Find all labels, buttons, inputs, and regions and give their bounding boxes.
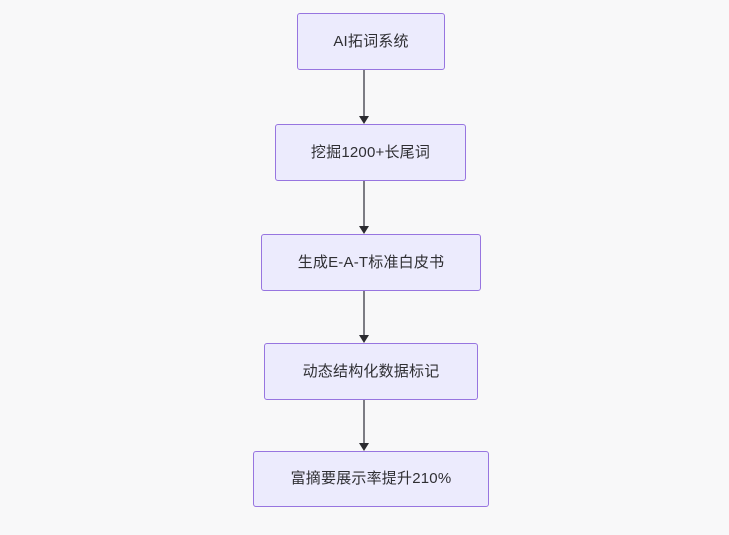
edge-node4-to-node5	[357, 400, 371, 451]
flow-node-ai-keyword-system[interactable]: AI拓词系统	[297, 13, 445, 70]
flow-node-dynamic-structured-data-markup[interactable]: 动态结构化数据标记	[264, 343, 478, 400]
flow-node-label: 富摘要展示率提升210%	[290, 470, 452, 487]
edge-line	[363, 70, 365, 117]
edge-line	[363, 291, 365, 336]
edge-node3-to-node4	[357, 291, 371, 343]
flow-node-generate-eat-whitepaper[interactable]: 生成E-A-T标准白皮书	[261, 234, 481, 291]
flow-node-label: AI拓词系统	[333, 32, 409, 50]
arrowhead-down-icon	[359, 335, 369, 343]
flow-node-mine-longtail-keywords[interactable]: 挖掘1200+长尾词	[275, 124, 466, 181]
arrowhead-down-icon	[359, 443, 369, 451]
edge-line	[363, 181, 365, 227]
edge-line	[363, 400, 365, 444]
edge-node2-to-node3	[357, 181, 371, 234]
flow-node-rich-snippet-impression-uplift[interactable]: 富摘要展示率提升210%	[253, 451, 489, 507]
edge-node1-to-node2	[357, 70, 371, 124]
flow-node-label: 动态结构化数据标记	[302, 362, 440, 380]
flow-node-label: 挖掘1200+长尾词	[310, 143, 431, 161]
flow-node-label: 生成E-A-T标准白皮书	[297, 253, 445, 271]
arrowhead-down-icon	[359, 116, 369, 124]
arrowhead-down-icon	[359, 226, 369, 234]
